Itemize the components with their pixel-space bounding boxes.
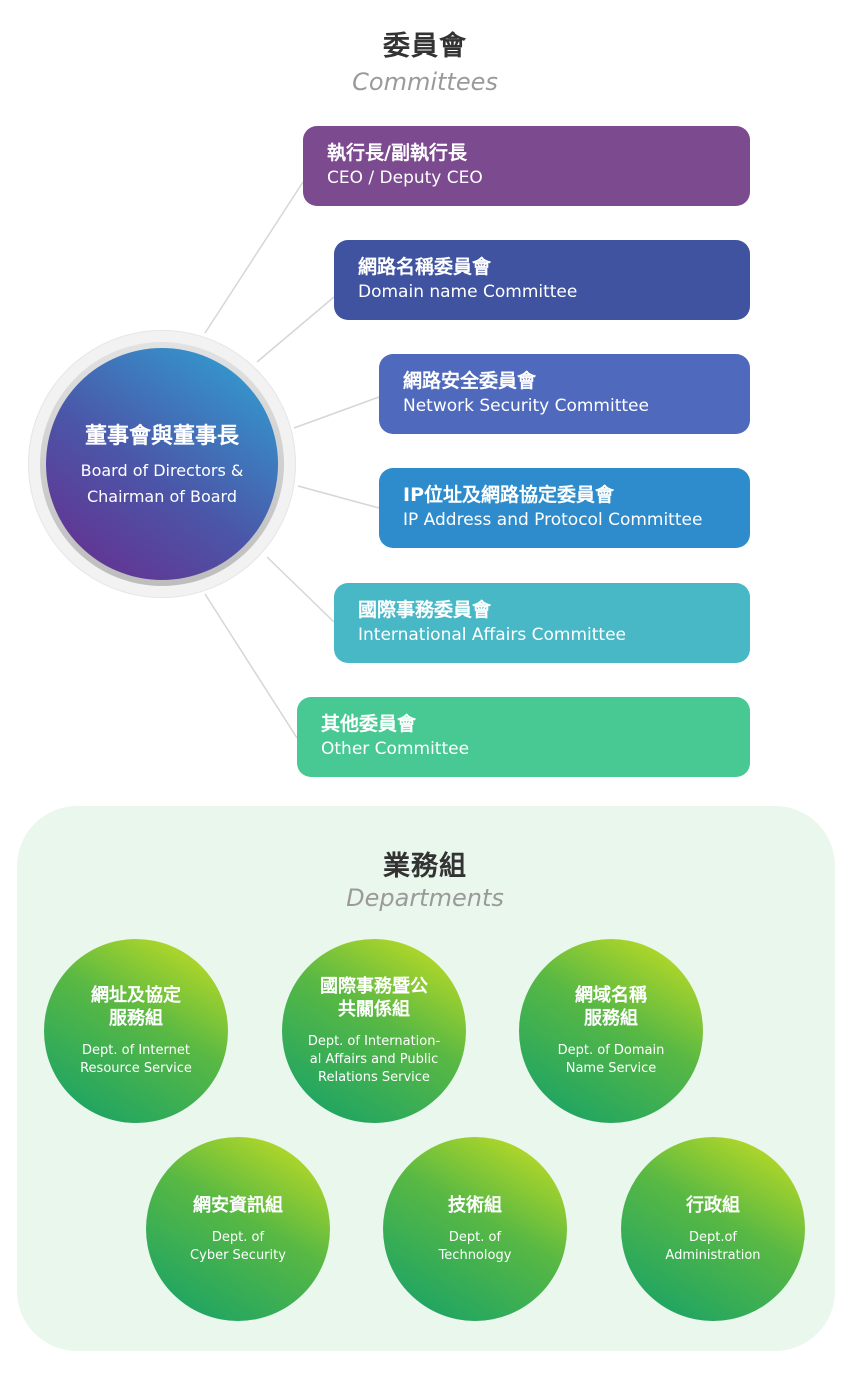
committee-other-en: Other Committee — [321, 739, 470, 759]
dept-domain-name-en: Dept. of Domain Name Service — [557, 1043, 665, 1076]
board-inner: 董事會與董事長 Board of Directors & Chairman of… — [46, 348, 278, 580]
dept-internet-resource-zh: 網址及協定 服務組 — [91, 985, 181, 1029]
dept-administration: 行政組 Dept.of Administration — [621, 1137, 805, 1321]
dept-cyber-security-en: Dept. of Cyber Security — [190, 1229, 286, 1263]
dept-internet-resource: 網址及協定 服務組 Dept. of Internet Resource Ser… — [44, 939, 228, 1123]
dept-cyber-security: 網安資訊組 Dept. of Cyber Security — [146, 1137, 330, 1321]
dept-cyber-security-zh: 網安資訊組 — [193, 1194, 283, 1216]
dept-domain-name: 網域名稱 服務組 Dept. of Domain Name Service — [519, 939, 703, 1123]
committee-network-security-en: Network Security Committee — [403, 396, 649, 416]
departments-subtitle: Departments — [346, 884, 504, 912]
board-title-zh: 董事會與董事長 — [84, 424, 239, 449]
dept-technology-zh: 技術組 — [448, 1194, 502, 1216]
committee-international-affairs: 國際事務委員會 International Affairs Committee — [334, 583, 750, 663]
connector-line-other — [204, 593, 298, 739]
departments-title: 業務組 — [383, 851, 467, 882]
committee-domain-name: 網路名稱委員會 Domain name Committee — [334, 240, 750, 320]
committee-other: 其他委員會 Other Committee — [297, 697, 750, 777]
committees-subtitle: Committees — [352, 68, 498, 96]
committee-domain-name-zh: 網路名稱委員會 — [358, 256, 492, 278]
committee-ip-protocol-en: IP Address and Protocol Committee — [403, 510, 703, 530]
dept-international-affairs-en: Dept. of Internation- al Affairs and Pub… — [307, 1034, 441, 1085]
connector-line-security — [293, 396, 380, 429]
connector-line-domain — [256, 296, 335, 363]
committee-international-affairs-en: International Affairs Committee — [358, 625, 626, 645]
dept-internet-resource-en: Dept. of Internet Resource Service — [80, 1043, 192, 1076]
committee-domain-name-en: Domain name Committee — [358, 282, 578, 302]
connector-line-ceo — [204, 181, 304, 334]
committee-ip-protocol: IP位址及網路協定委員會 IP Address and Protocol Com… — [379, 468, 750, 548]
committee-ceo-en: CEO / Deputy CEO — [327, 168, 483, 188]
dept-international-affairs-zh: 國際事務暨公 共關係組 — [320, 976, 428, 1020]
committee-other-zh: 其他委員會 — [321, 713, 417, 735]
dept-domain-name-zh: 網域名稱 服務組 — [575, 985, 647, 1029]
committee-ip-protocol-zh: IP位址及網路協定委員會 — [403, 484, 614, 506]
dept-administration-en: Dept.of Administration — [665, 1229, 761, 1263]
committee-network-security-zh: 網路安全委員會 — [403, 370, 537, 392]
dept-administration-zh: 行政組 — [686, 1194, 740, 1216]
board-ring: 董事會與董事長 Board of Directors & Chairman of… — [40, 342, 284, 586]
dept-technology-en: Dept. of Technology — [438, 1229, 512, 1263]
committee-network-security: 網路安全委員會 Network Security Committee — [379, 354, 750, 434]
committee-ceo: 執行長/副執行長 CEO / Deputy CEO — [303, 126, 750, 206]
dept-international-affairs: 國際事務暨公 共關係組 Dept. of Internation- al Aff… — [282, 939, 466, 1123]
committees-title: 委員會 — [383, 31, 467, 62]
connector-line-ip — [297, 485, 380, 509]
board-circle: 董事會與董事長 Board of Directors & Chairman of… — [28, 330, 296, 598]
board-title-en: Board of Directors & Chairman of Board — [80, 461, 244, 506]
committee-international-affairs-zh: 國際事務委員會 — [358, 599, 492, 621]
connector-lines — [204, 181, 380, 739]
connector-line-intl — [266, 556, 335, 623]
committee-ceo-zh: 執行長/副執行長 — [327, 142, 467, 164]
dept-technology: 技術組 Dept. of Technology — [383, 1137, 567, 1321]
